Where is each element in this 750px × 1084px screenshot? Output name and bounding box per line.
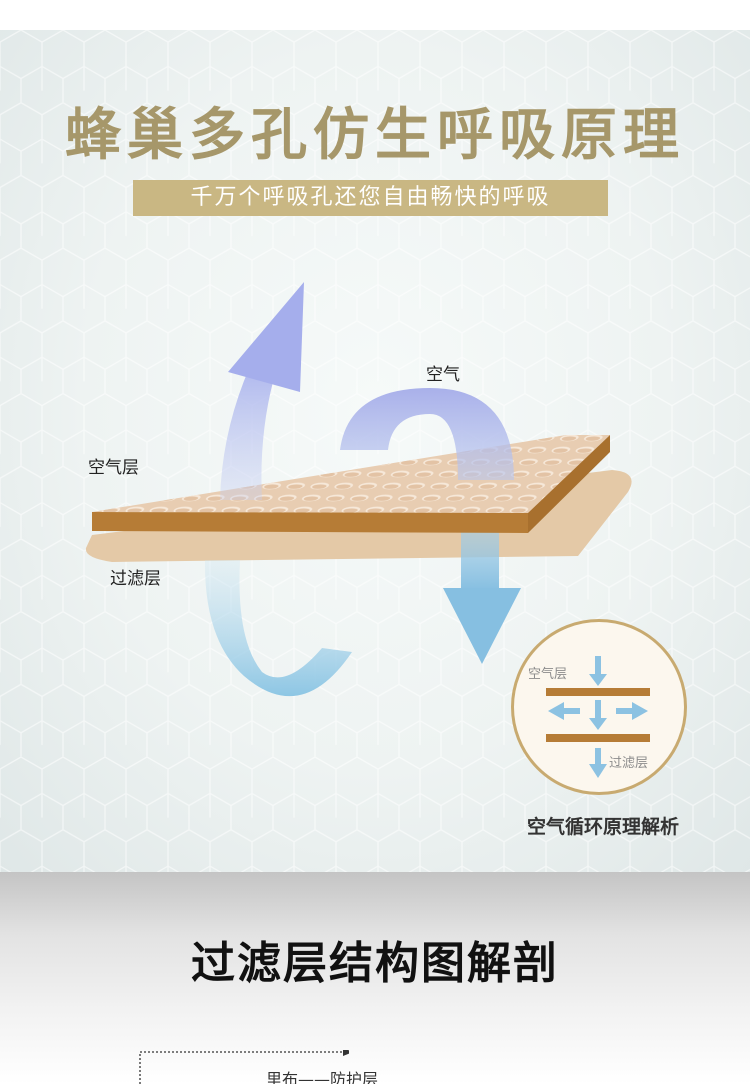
air-label: 空气 [426,365,460,385]
pointer-line [139,1050,349,1084]
air-layer-label: 空气层 [88,458,139,478]
curved-arrow-icon [204,560,352,697]
filter-layer-label: 过滤层 [110,569,161,589]
inset-filter-layer-label: 过滤层 [609,756,649,771]
top-strip [0,0,750,30]
inset-air-layer-label: 空气层 [528,667,568,682]
structure-section [0,872,750,1084]
hero-title: 蜂巢多孔仿生呼吸原理 [65,103,685,168]
subtitle-bar [133,180,608,216]
hero-subtitle: 千万个呼吸孔还您自由畅快的呼吸 [190,185,551,210]
structure-title: 过滤层结构图解剖 [191,938,559,989]
arc-arrow-icon [340,388,514,480]
inset-caption: 空气循环原理解析 [527,816,680,838]
up-arrow-icon [220,282,304,500]
fabric-label: 里布——防护层 [266,1070,379,1084]
